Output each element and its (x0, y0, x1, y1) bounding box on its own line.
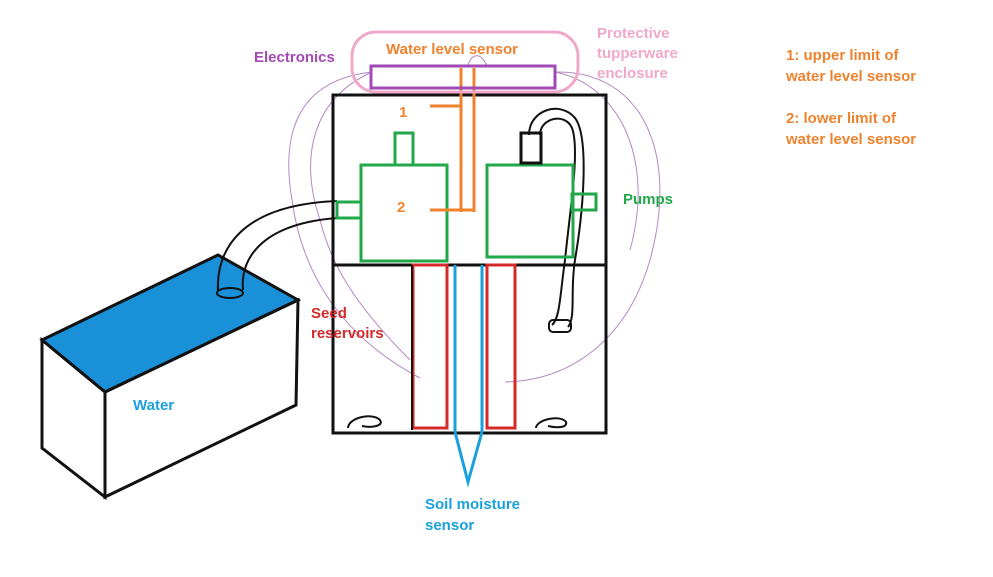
water-level-sensor-label: Water level sensor (386, 41, 518, 58)
electronics-wiring (288, 55, 661, 383)
pumps-group (335, 131, 598, 263)
water-level-sensor-probe (430, 68, 476, 212)
protective-label-line1: Protective (597, 25, 670, 42)
electronics-board (369, 64, 557, 90)
marker-1: 1 (399, 104, 407, 121)
protective-label-line2: tupperware (597, 45, 678, 62)
note-1-line1: 1: upper limit of (786, 47, 900, 64)
housing-feet (347, 415, 568, 429)
right-pump-side-port (570, 192, 598, 212)
electronics-label: Electronics (254, 49, 335, 66)
soil-moisture-probe (453, 265, 484, 488)
right-pump (485, 163, 575, 259)
right-pump-hose (528, 108, 585, 333)
protective-enclosure (350, 30, 580, 94)
note-1-line2: water level sensor (785, 68, 916, 85)
left-pump-top-port (393, 131, 415, 167)
device-housing (331, 93, 608, 435)
seed-reservoirs-label-line2: reservoirs (311, 325, 384, 342)
soil-moisture-label-line1: Soil moisture (425, 496, 520, 513)
soil-moisture-label-line2: sensor (425, 517, 474, 534)
water-label: Water (133, 397, 174, 414)
marker-2: 2 (397, 199, 405, 216)
note-2-line2: water level sensor (785, 131, 916, 148)
seed-reservoirs-label-line1: Seed (311, 305, 347, 322)
protective-label-line3: enclosure (597, 65, 668, 82)
pumps-label: Pumps (623, 191, 673, 208)
note-2-line1: 2: lower limit of (786, 110, 897, 127)
seed-reservoirs (411, 263, 517, 430)
left-pump-side-port (335, 200, 363, 220)
water-tank (39, 253, 302, 501)
left-pump-hose (216, 200, 338, 299)
right-pump-top-port (519, 131, 543, 165)
